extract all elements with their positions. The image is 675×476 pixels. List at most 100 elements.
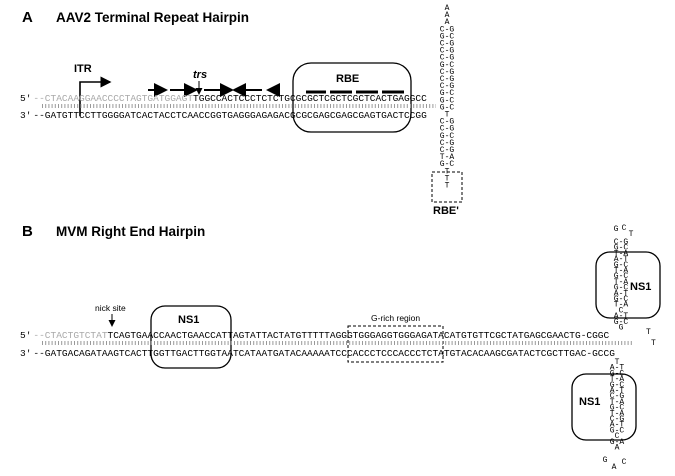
stem-base-pair: G-C — [440, 32, 455, 41]
stem-base-pair: C-G — [440, 118, 455, 127]
rbe-box — [292, 62, 412, 133]
stem-base-pair: T-A — [614, 249, 629, 258]
panel-a-bottom-seq: --GATGTTCCTTGGGGATCACTACCTCAACCGGTGAGGGA… — [33, 110, 427, 121]
ns1-label-upper: NS1 — [630, 281, 651, 293]
ns1-label-left: NS1 — [178, 314, 199, 326]
stem-base-pair: C-G — [610, 415, 625, 424]
ns1-label-lower: NS1 — [579, 396, 600, 408]
tip-base: T — [646, 328, 651, 337]
stem-base-pair: C-G — [440, 25, 455, 34]
panel-a-top-strand: 5'--CTACAAGGAACCCCTAGTGATGGAGTTGGCCACTCC… — [20, 93, 427, 104]
g-rich-label: G-rich region — [371, 313, 420, 323]
stem-base-pair: G-C — [440, 132, 455, 141]
nick-site-label: nick site — [95, 303, 126, 313]
stem-base-pair: G-A — [610, 438, 625, 447]
itr-arrow — [79, 76, 112, 116]
stem-base-pair: C-G — [614, 238, 629, 247]
stem-base-pair: A — [615, 444, 620, 453]
stem-base-pair: C-G — [440, 82, 455, 91]
panel-a-letter: A — [22, 9, 33, 26]
stem-base-pair: G-C — [440, 89, 455, 98]
panel-b-lower-stem: TA-TG-CT-AG-CA-TC-GT-AG-CT-AC-GA-TG-CCG-… — [603, 358, 627, 472]
stem-base-pair: G-C — [440, 61, 455, 70]
panel-b-5prime: 5' — [20, 330, 31, 341]
stem-base-pair: G-C — [440, 103, 455, 112]
stem-base-pair: T-A — [440, 153, 455, 162]
stem-base-pair: A-T — [614, 312, 629, 321]
panel-b-top-grey: --CTACTGTCTAT — [33, 330, 107, 341]
stem-base-pair: C-G — [440, 40, 455, 49]
stem-base-pair: C-G — [440, 125, 455, 134]
loop-base: A — [612, 463, 617, 472]
ns1-box-left — [150, 305, 232, 369]
stem-base-pair: A — [445, 18, 450, 27]
itr-label: ITR — [74, 63, 92, 75]
tip-base: T — [651, 339, 656, 348]
stem-base-pair: T-A — [610, 409, 625, 418]
stem-base-pair: A-T — [614, 255, 629, 264]
loop-base: C — [622, 224, 627, 233]
stem-base-pair: G-C — [614, 318, 629, 327]
panel-b-bottom-strand: 3'--GATGACAGATAAGTCACTTGGTTGACTTGGTAATCA… — [20, 348, 615, 359]
ns1-box-upper — [595, 251, 661, 319]
panel-a-5prime: 5' — [20, 93, 31, 104]
stem-base-pair: A-T — [614, 289, 629, 298]
loop-base: C — [622, 458, 627, 467]
loop-base: T — [629, 230, 634, 239]
stem-base-pair: A-T — [610, 421, 625, 430]
stem-base-pair: G-C — [440, 160, 455, 169]
panel-a-top-grey: --CTACAAGGAACCCCTAGTGATGGAGT — [33, 93, 193, 104]
stem-base-pair: T-A — [614, 267, 629, 276]
trs-label: trs — [193, 69, 207, 81]
stem-base-pair: G — [619, 324, 624, 333]
stem-base-pair: T-A — [614, 301, 629, 310]
stem-base-pair: T-A — [610, 398, 625, 407]
stem-base-pair: A — [445, 11, 450, 20]
stem-base-pair: T — [445, 182, 450, 191]
stem-base-pair: T — [445, 111, 450, 120]
stem-base-pair: G-C — [614, 244, 629, 253]
panel-a-3prime: 3' — [20, 110, 31, 121]
stem-base-pair: C-G — [440, 68, 455, 77]
stem-base-pair: A — [445, 4, 450, 13]
panel-b-top-strand: 5'--CTACTGTCTATTCAGTGAACCAACTGAACCATTAGT… — [20, 330, 610, 341]
stem-base-pair: G-C — [614, 261, 629, 270]
stem-base-pair: T-A — [610, 375, 625, 384]
panel-b-letter: B — [22, 223, 33, 240]
panel-b-top-black: TCAGTGAACCAACTGAACCATTAGTATTACTATGTTTTTA… — [108, 330, 610, 341]
panel-b-bottom-seq: --GATGACAGATAAGTCACTTGGTTGACTTGGTAATCATA… — [33, 348, 615, 359]
panel-a-bottom-strand: 3'--GATGTTCCTTGGGGATCACTACCTCAACCGGTGAGG… — [20, 110, 427, 121]
stem-base-pair: C-G — [440, 146, 455, 155]
stem-base-pair: G-C — [614, 284, 629, 293]
panel-a-stem-loop: AAAC-GG-CC-GC-GC-GG-CC-GC-GC-GG-CG-CG-CT… — [440, 4, 455, 191]
stem-base-pair: A-T — [610, 364, 625, 373]
stem-base-pair: C-G — [440, 75, 455, 84]
stem-base-pair: G-C — [610, 381, 625, 390]
stem-base-pair: C-G — [440, 139, 455, 148]
stem-base-pair: C — [619, 306, 624, 315]
stem-base-pair: A-T — [610, 387, 625, 396]
stem-base-pair: T-A — [614, 278, 629, 287]
stem-base-pair: G-C — [614, 272, 629, 281]
rbe-prime-label: RBE' — [433, 205, 459, 217]
rbe-label: RBE — [336, 73, 359, 85]
rbe-prime-box — [431, 171, 463, 203]
stem-base-pair: G-C — [614, 295, 629, 304]
panel-a-title: AAV2 Terminal Repeat Hairpin — [56, 10, 249, 25]
loop-base: G — [603, 456, 608, 465]
panel-b-title: MVM Right End Hairpin — [56, 224, 205, 239]
stem-base-pair: C-G — [440, 54, 455, 63]
ns1-box-lower — [571, 373, 637, 441]
stem-base-pair: G-C — [610, 404, 625, 413]
stem-base-pair: G-C — [610, 426, 625, 435]
panel-b-hairpin-tip: TT — [646, 328, 656, 348]
stem-base-pair: T — [445, 174, 450, 183]
stem-base-pair: G-C — [440, 96, 455, 105]
panel-b-3prime: 3' — [20, 348, 31, 359]
stem-base-pair: T — [615, 358, 620, 367]
panel-a-top-black: TGGCCACTCCCTCTCTGCGCGCTCGCTCGCTCACTGAGGC… — [193, 93, 427, 104]
stem-base-pair: C-G — [440, 47, 455, 56]
